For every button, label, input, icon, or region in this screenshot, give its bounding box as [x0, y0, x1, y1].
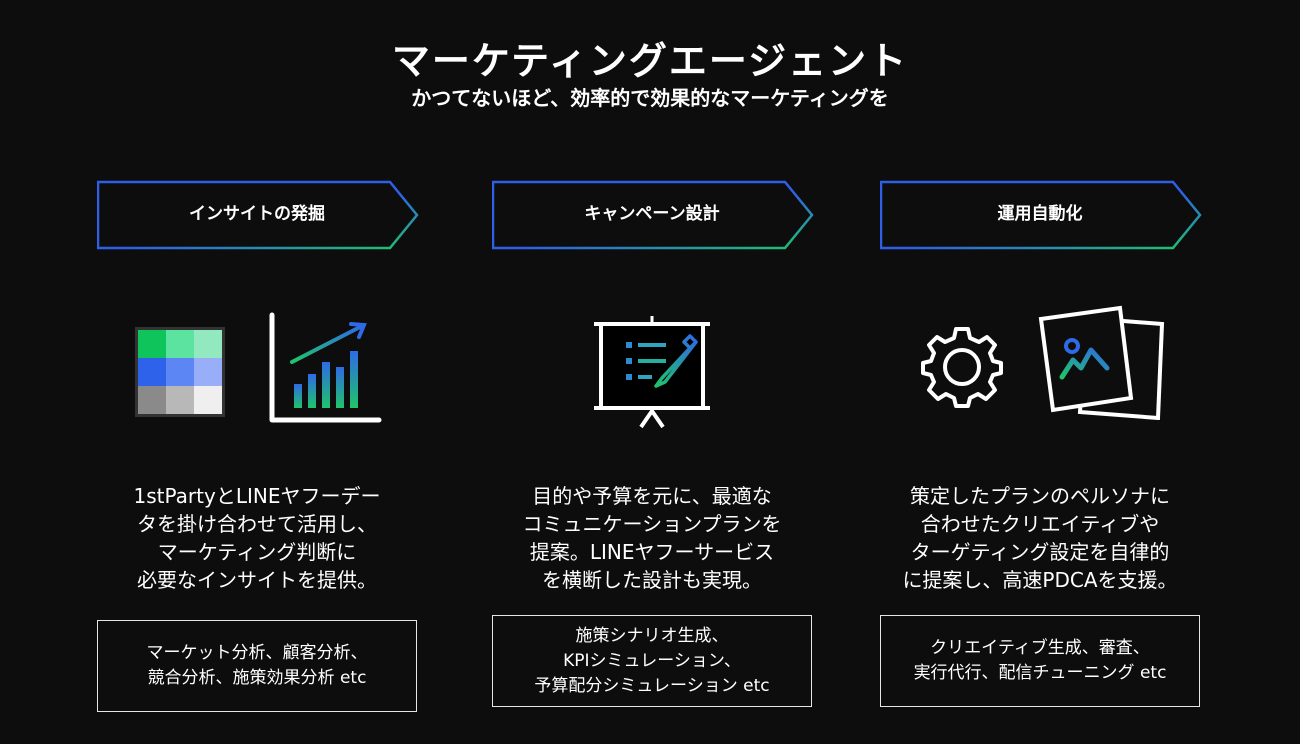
examples-box: マーケット分析、顧客分析、 競合分析、施策効果分析 etc [97, 620, 417, 712]
image-cards-icon [1038, 305, 1165, 420]
step-banner: インサイトの発掘 [97, 180, 427, 250]
examples-line: マーケット分析、顧客分析、 [146, 643, 368, 663]
examples-box: 施策シナリオ生成、 KPIシミュレーション、 予算配分シミュレーション etc [492, 615, 812, 707]
page-title: マーケティングエージェント [391, 39, 909, 83]
page-subtitle: かつてないほど、効率的で効果的なマーケティングを [411, 86, 889, 110]
arrow-banner-shape [880, 180, 1202, 250]
examples-box: クリエイティブ生成、審査、 実行代行、配信チューニング etc [880, 615, 1200, 707]
description-line: に提案し、高速PDCAを支援。 [902, 568, 1178, 592]
step-banner: 運用自動化 [880, 180, 1210, 250]
description-line: 提案。LINEヤフーサービス [529, 540, 775, 564]
step-banner: キャンペーン設計 [492, 180, 822, 250]
description-line: ターゲティング設定を自律的 [910, 540, 1170, 564]
arrow-banner-shape [97, 180, 419, 250]
description-line: タを掛け合わせて活用し、 [137, 512, 377, 536]
icon-group [492, 300, 822, 430]
arrow-banner-shape [492, 180, 814, 250]
description-line: 目的や予算を元に、最適な [532, 484, 772, 508]
step-description: 策定したプランのペルソナに 合わせたクリエイティブや ターゲティング設定を自律的… [880, 482, 1200, 594]
description-line: マーケティング判断に [157, 540, 357, 564]
examples-line: クリエイティブ生成、審査、 [930, 638, 1150, 658]
step-heading: インサイトの発掘 [189, 204, 325, 224]
data-grid-icon [135, 327, 225, 417]
icon-group [97, 300, 427, 430]
column-campaign: キャンペーン設計 目的や予算を元に、最適な コミュニケーションプランを 提案。L… [492, 0, 822, 744]
presentation-board-icon [594, 316, 710, 429]
examples-line: 実行代行、配信チューニング etc [913, 663, 1167, 683]
description-line: 1stPartyとLINEヤフーデー [133, 484, 381, 508]
examples-line: 競合分析、施策効果分析 etc [147, 668, 367, 688]
column-automation: 運用自動化 策定したプランのペルソナに 合わせたクリエイティブや ターゲティング… [880, 0, 1210, 744]
step-heading: 運用自動化 [997, 204, 1083, 224]
description-line: 合わせたクリエイティブや [920, 512, 1160, 536]
description-line: コミュニケーションプランを [522, 512, 782, 536]
icon-group [880, 300, 1210, 430]
examples-line: KPIシミュレーション、 [563, 650, 741, 671]
bar-chart-growth-icon [269, 312, 382, 423]
description-line: を横断した設計も実現。 [542, 568, 762, 592]
description-line: 策定したプランのペルソナに [910, 484, 1170, 508]
column-insight: インサイトの発掘 1stPartyとLINEヤフーデー タを掛け合わせて活用し、… [97, 0, 427, 744]
examples-line: 施策シナリオ生成、 [575, 625, 729, 646]
step-description: 目的や予算を元に、最適な コミュニケーションプランを 提案。LINEヤフーサービ… [492, 482, 812, 594]
step-heading: キャンペーン設計 [584, 204, 720, 224]
description-line: 必要なインサイトを提供。 [137, 568, 377, 592]
examples-line: 予算配分シミュレーション etc [534, 675, 770, 696]
gear-icon [921, 327, 1003, 408]
step-description: 1stPartyとLINEヤフーデー タを掛け合わせて活用し、 マーケティング判… [97, 482, 417, 594]
